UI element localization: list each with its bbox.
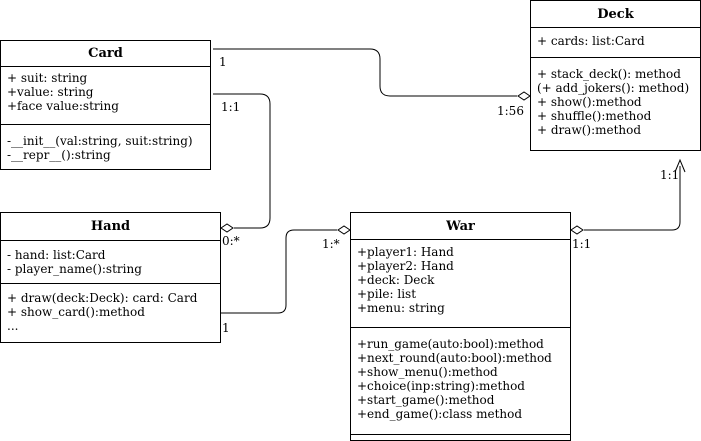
war-attributes: +player1: Hand +player2: Hand +deck: Dec… [351,240,570,328]
war-attribute: +player1: Hand [357,245,454,259]
multiplicity-label: 1 [222,321,230,335]
hand-methods: + draw(deck:Deck): card: Card + show_car… [1,284,220,333]
war-method: +next_round(auto:bool):method [357,351,552,365]
war-class[interactable]: War +player1: Hand +player2: Hand +deck:… [350,212,571,441]
card-methods: -__init__(val:string, suit:string) -__re… [1,125,210,162]
hand-attribute: - player_name():string [7,262,142,276]
deck-aggregation-diamond [517,91,531,101]
deck-class-name: Deck [531,1,700,28]
card-method: -__repr__():string [7,148,111,162]
multiplicity-label: 1:1 [660,168,680,182]
war-deck-diamond [570,225,584,235]
war-class-name: War [351,213,570,240]
multiplicity-label: 1:* [322,237,340,251]
war-method: +end_game():class method [357,407,523,421]
war-methods: +run_game(auto:bool):method +next_round(… [351,328,570,421]
card-class-name: Card [1,41,210,67]
hand-class-name: Hand [1,213,220,241]
hand-method: + show_card():method [7,305,145,319]
hand-method: + draw(deck:Deck): card: Card [7,291,198,305]
war-method: +run_game(auto:bool):method [357,337,544,351]
hand-war-association [221,229,337,314]
multiplicity-label: 1 [219,55,227,69]
war-attribute: +player2: Hand [357,259,454,273]
war-method: +show_menu():method [357,365,498,379]
war-attribute: +pile: list [357,287,417,301]
war-method: +start_game():method [357,393,495,407]
war-attribute: +deck: Deck [357,273,435,287]
deck-method: + shuffle():method [537,109,652,123]
deck-method: + show():method [537,95,642,109]
card-attribute: +value: string [7,85,94,99]
deck-method: (+ add_jokers(): method) [537,81,690,95]
hand-attribute: - hand: list:Card [7,248,106,262]
deck-arrowhead [674,158,686,173]
war-deck-association [584,166,681,231]
card-deck-association [213,48,517,97]
card-class[interactable]: Card + suit: string +value: string +face… [0,40,211,170]
deck-method: + stack_deck(): method [537,67,681,81]
multiplicity-label: 1:1 [572,237,592,251]
hand-attributes: - hand: list:Card - player_name():string [1,241,220,284]
deck-attribute: + cards: list:Card [537,34,645,48]
card-attribute: + suit: string [7,71,88,85]
war-method: +choice(inp:string):method [357,379,525,393]
card-method: -__init__(val:string, suit:string) [7,134,193,148]
deck-class[interactable]: Deck + cards: list:Card + stack_deck(): … [530,0,701,151]
multiplicity-label: 0:* [222,234,240,248]
deck-methods: + stack_deck(): method (+ add_jokers(): … [531,58,700,137]
card-hand-association [213,93,271,229]
war-bottom-divider [351,434,570,435]
hand-class[interactable]: Hand - hand: list:Card - player_name():s… [0,212,221,343]
card-attribute: +face value:string [7,99,119,113]
card-attributes: + suit: string +value: string +face valu… [1,67,210,125]
deck-method: + draw():method [537,123,642,137]
deck-attributes: + cards: list:Card [531,28,700,58]
war-aggregation-diamond [337,225,351,235]
multiplicity-label: 1:56 [497,104,524,118]
hand-aggregation-diamond [220,223,234,233]
war-attribute: +menu: string [357,301,445,315]
hand-method: ... [7,319,19,333]
multiplicity-label: 1:1 [221,100,241,114]
